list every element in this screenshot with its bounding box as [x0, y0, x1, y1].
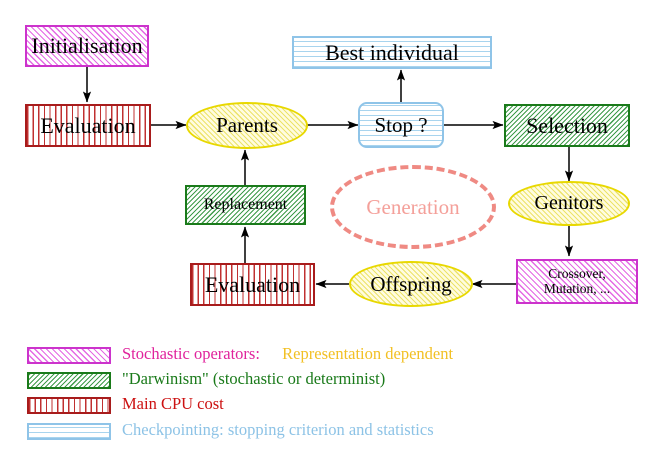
legend-row-stochastic-operators: Stochastic operators: Representation dep…	[122, 344, 453, 364]
node-parents[interactable]: Parents	[186, 102, 308, 149]
legend-swatch-stochastic-operators	[27, 347, 111, 364]
node-evaluation-bottom[interactable]: Evaluation	[190, 263, 315, 306]
legend-label-main-cpu-cost: Main CPU cost	[122, 394, 224, 413]
legend-label-checkpointing: Checkpointing: stopping criterion and st…	[122, 420, 434, 439]
node-evaluation-top[interactable]: Evaluation	[25, 104, 151, 147]
node-generation: Generation	[330, 165, 496, 249]
legend-label-stochastic-operators: Stochastic operators:	[122, 344, 260, 363]
legend-label-representation-dependent: Representation dependent	[282, 344, 454, 363]
node-initialisation[interactable]: Initialisation	[25, 25, 149, 67]
node-offspring[interactable]: Offspring	[349, 261, 473, 307]
legend-swatch-main-cpu-cost	[27, 397, 111, 414]
node-stop[interactable]: Stop ?	[358, 102, 444, 148]
legend-swatch-checkpointing	[27, 423, 111, 440]
node-genitors[interactable]: Genitors	[508, 181, 630, 226]
node-replacement[interactable]: Replacement	[185, 185, 306, 225]
node-crossover-mutation[interactable]: Crossover, Mutation, ...	[516, 259, 638, 304]
crossover-label-line1: Crossover,	[548, 266, 606, 282]
crossover-label-line2: Mutation, ...	[543, 280, 611, 296]
legend-label-darwinism: "Darwinism" (stochastic or determinist)	[122, 369, 386, 388]
node-selection[interactable]: Selection	[504, 104, 630, 147]
node-best-individual[interactable]: Best individual	[292, 36, 492, 69]
legend-swatch-darwinism	[27, 372, 111, 389]
